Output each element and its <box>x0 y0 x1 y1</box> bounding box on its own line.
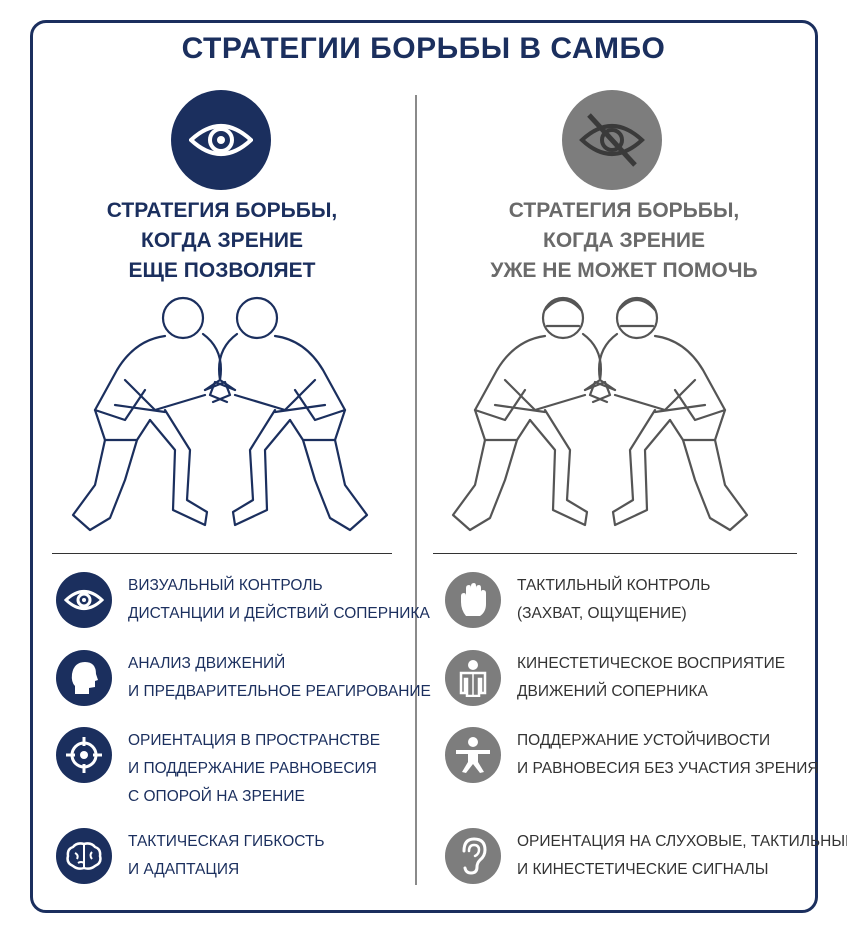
item-text: КИНЕСТЕТИЧЕСКОЕ ВОСПРИЯТИЕ <box>517 655 786 672</box>
eye-icon <box>171 90 271 190</box>
balance-icon <box>445 727 501 783</box>
item-text: И РАВНОВЕСИЯ БЕЗ УЧАСТИЯ ЗРЕНИЯ <box>517 760 819 777</box>
left-divider <box>52 553 392 554</box>
wrestlers-illustration-sighted <box>71 296 369 532</box>
brain-icon <box>56 828 112 884</box>
item-text: И КИНЕСТЕТИЧЕСКИЕ СИГНАЛЫ <box>517 861 769 878</box>
head-icon <box>56 650 112 706</box>
item-text: ДВИЖЕНИЙ СОПЕРНИКА <box>517 683 708 700</box>
frame <box>30 20 818 913</box>
list-item: ОРИЕНТАЦИЯ НА СЛУХОВЫЕ, ТАКТИЛЬНЫЕ И КИН… <box>445 828 847 884</box>
list-item: ТАКТИЛЬНЫЙ КОНТРОЛЬ (ЗАХВАТ, ОЩУЩЕНИЕ) <box>445 572 710 628</box>
right-heading: СТРАТЕГИЯ БОРЬБЫ, КОГДА ЗРЕНИЕ УЖЕ НЕ МО… <box>454 196 794 286</box>
left-heading-line: СТРАТЕГИЯ БОРЬБЫ, <box>106 199 338 222</box>
left-heading-line: ЕЩЕ ПОЗВОЛЯЕТ <box>128 259 316 282</box>
target-icon <box>56 727 112 783</box>
list-item: АНАЛИЗ ДВИЖЕНИЙ И ПРЕДВАРИТЕЛЬНОЕ РЕАГИР… <box>56 650 431 706</box>
right-heading-line: УЖЕ НЕ МОЖЕТ ПОМОЧЬ <box>490 259 758 282</box>
item-text: ТАКТИЧЕСКАЯ ГИБКОСТЬ <box>128 833 325 850</box>
item-text: И АДАПТАЦИЯ <box>128 861 240 878</box>
item-text: ОРИЕНТАЦИЯ НА СЛУХОВЫЕ, ТАКТИЛЬНЫЕ <box>517 833 847 850</box>
item-text: (ЗАХВАТ, ОЩУЩЕНИЕ) <box>517 605 687 622</box>
ear-icon <box>445 828 501 884</box>
page-title: СТРАТЕГИИ БОРЬБЫ В САМБО <box>181 32 666 65</box>
item-text: ДИСТАНЦИИ И ДЕЙСТВИЙ СОПЕРНИКА <box>128 605 430 622</box>
right-divider <box>433 553 797 554</box>
hand-icon <box>445 572 501 628</box>
item-text: С ОПОРОЙ НА ЗРЕНИЕ <box>128 788 305 805</box>
left-heading-line: КОГДА ЗРЕНИЕ <box>141 229 303 252</box>
vertical-divider <box>415 95 417 885</box>
list-item: ВИЗУАЛЬНЫЙ КОНТРОЛЬ ДИСТАНЦИИ И ДЕЙСТВИЙ… <box>56 572 430 628</box>
list-item: ПОДДЕРЖАНИЕ УСТОЙЧИВОСТИ И РАВНОВЕСИЯ БЕ… <box>445 727 819 783</box>
list-item: ОРИЕНТАЦИЯ В ПРОСТРАНСТВЕ И ПОДДЕРЖАНИЕ … <box>56 727 380 811</box>
item-text: ТАКТИЛЬНЫЙ КОНТРОЛЬ <box>517 577 711 594</box>
eye-icon <box>56 572 112 628</box>
right-heading-line: КОГДА ЗРЕНИЕ <box>543 229 705 252</box>
list-item: КИНЕСТЕТИЧЕСКОЕ ВОСПРИЯТИЕ ДВИЖЕНИЙ СОПЕ… <box>445 650 785 706</box>
right-heading-line: СТРАТЕГИЯ БОРЬБЫ, <box>508 199 740 222</box>
wrestlers-illustration-blind <box>451 296 749 532</box>
eye-crossed-icon <box>562 90 662 190</box>
body-icon <box>445 650 501 706</box>
item-text: ПОДДЕРЖАНИЕ УСТОЙЧИВОСТИ <box>517 732 771 749</box>
item-text: АНАЛИЗ ДВИЖЕНИЙ <box>128 655 286 672</box>
item-text: ВИЗУАЛЬНЫЙ КОНТРОЛЬ <box>128 577 323 594</box>
left-heading: СТРАТЕГИЯ БОРЬБЫ, КОГДА ЗРЕНИЕ ЕЩЕ ПОЗВО… <box>52 196 392 286</box>
item-text: И ПРЕДВАРИТЕЛЬНОЕ РЕАГИРОВАНИЕ <box>128 683 431 700</box>
item-text: И ПОДДЕРЖАНИЕ РАВНОВЕСИЯ <box>128 760 377 777</box>
list-item: ТАКТИЧЕСКАЯ ГИБКОСТЬ И АДАПТАЦИЯ <box>56 828 325 884</box>
item-text: ОРИЕНТАЦИЯ В ПРОСТРАНСТВЕ <box>128 732 381 749</box>
